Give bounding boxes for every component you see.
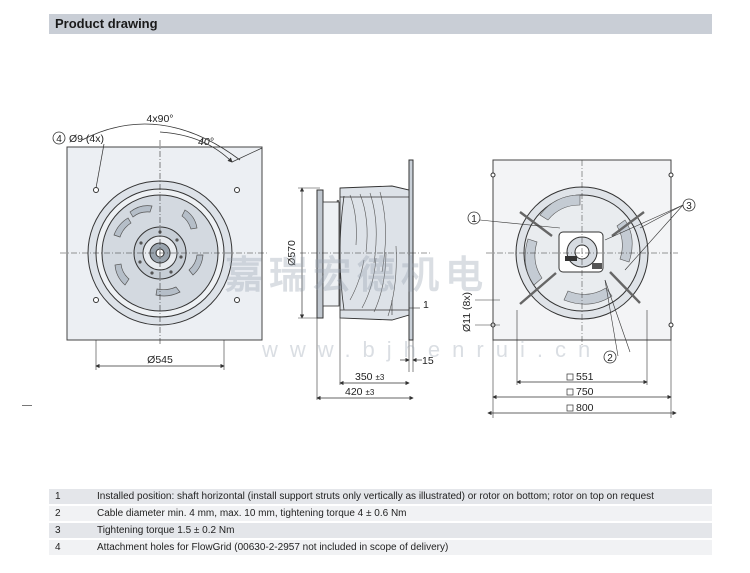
side-depth-2-value: 420 (345, 386, 363, 398)
side-depth-2: 420 ±3 (345, 386, 375, 398)
note-number: 3 (49, 523, 91, 538)
note-number: 4 (49, 540, 91, 555)
notes-table: 1 Installed position: shaft horizontal (… (49, 487, 712, 557)
front-callout-number: 4 (56, 134, 62, 145)
note-text: Installed position: shaft horizontal (in… (91, 489, 712, 504)
section-header: Product drawing (49, 14, 712, 34)
front-callout-badge (52, 131, 66, 145)
side-flange-dimension: 15 (422, 355, 434, 367)
product-drawing: 4 Ø9 (4x) 4x90° 40° Ø545 (52, 113, 696, 418)
rear-width-2: 750 (576, 386, 594, 398)
side-offset-dimension: 1 (423, 299, 429, 311)
note-row: 2 Cable diameter min. 4 mm, max. 10 mm, … (49, 506, 712, 521)
rear-callout-3-badge (682, 198, 696, 212)
note-text: Cable diameter min. 4 mm, max. 10 mm, ti… (91, 506, 712, 521)
rear-callout-2-badge (603, 350, 617, 364)
rear-view (475, 159, 684, 418)
note-row: 1 Installed position: shaft horizontal (… (49, 489, 712, 504)
rear-hole-dimension: Ø11 (8x) (461, 292, 473, 332)
section-title: Product drawing (55, 16, 158, 31)
note-text: Tightening torque 1.5 ± 0.2 Nm (91, 523, 712, 538)
watermark-logo: 嘉瑞宏德机电 (225, 255, 490, 297)
side-depth-1-tolerance: ±3 (375, 373, 384, 382)
watermark-url: www.bjhenrui.cn (262, 337, 603, 362)
margin-mark (22, 405, 32, 406)
front-angle-offset: 40° (198, 136, 214, 148)
rear-callout-1: 1 (471, 214, 477, 225)
front-diameter: Ø545 (147, 354, 173, 366)
rear-callout-1-badge (467, 211, 481, 225)
rear-width-3: 800 (576, 402, 594, 414)
front-view (60, 123, 268, 370)
note-row: 4 Attachment holes for FlowGrid (00630-2… (49, 540, 712, 555)
side-depth-1: 350 ±3 (355, 371, 385, 383)
rear-width-1: 551 (576, 371, 594, 383)
note-number: 2 (49, 506, 91, 521)
rear-callout-2: 2 (607, 353, 613, 364)
note-row: 3 Tightening torque 1.5 ± 0.2 Nm (49, 523, 712, 538)
side-depth-1-value: 350 (355, 371, 373, 383)
side-depth-2-tolerance: ±3 (365, 388, 374, 397)
note-text: Attachment holes for FlowGrid (00630-2-2… (91, 540, 712, 555)
front-angle-total: 4x90° (147, 113, 174, 125)
side-view (298, 159, 430, 401)
side-height-dimension: Ø570 (286, 240, 298, 266)
rear-callout-3: 3 (686, 201, 692, 212)
front-hole-dimension: Ø9 (4x) (69, 133, 104, 145)
note-number: 1 (49, 489, 91, 504)
